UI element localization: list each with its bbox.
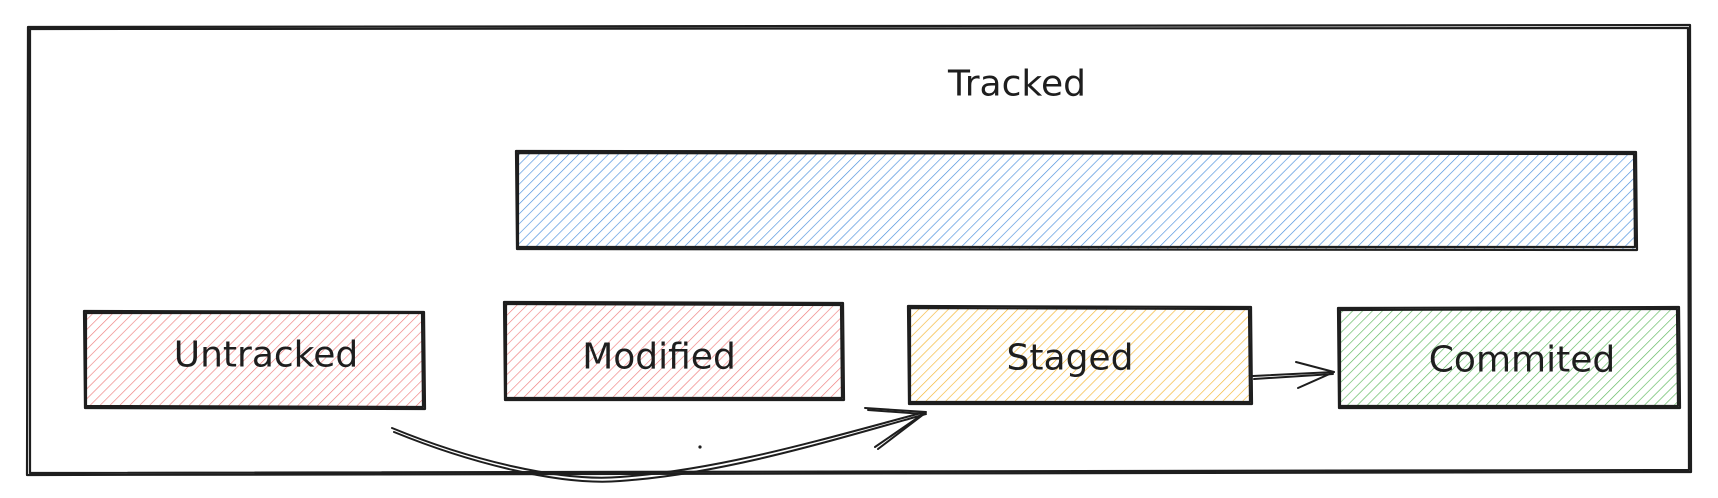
tracked-bar: [514, 149, 1639, 252]
arrow-staged-to-commited: [1252, 361, 1335, 389]
commited-label: Commited: [1429, 340, 1615, 381]
tracked-label: Tracked: [947, 64, 1086, 105]
state-box-commited: Commited: [1336, 305, 1682, 410]
modified-label: Modified: [582, 337, 736, 378]
state-box-untracked: Untracked: [82, 309, 427, 411]
state-box-staged: Staged: [906, 304, 1254, 406]
state-box-modified: Modified: [502, 300, 846, 402]
staged-label: Staged: [1007, 338, 1134, 379]
outer-frame: [25, 23, 1693, 477]
untracked-label: Untracked: [174, 335, 359, 376]
arrow-untracked-to-staged: [391, 407, 927, 483]
stray-dot: [698, 445, 702, 449]
